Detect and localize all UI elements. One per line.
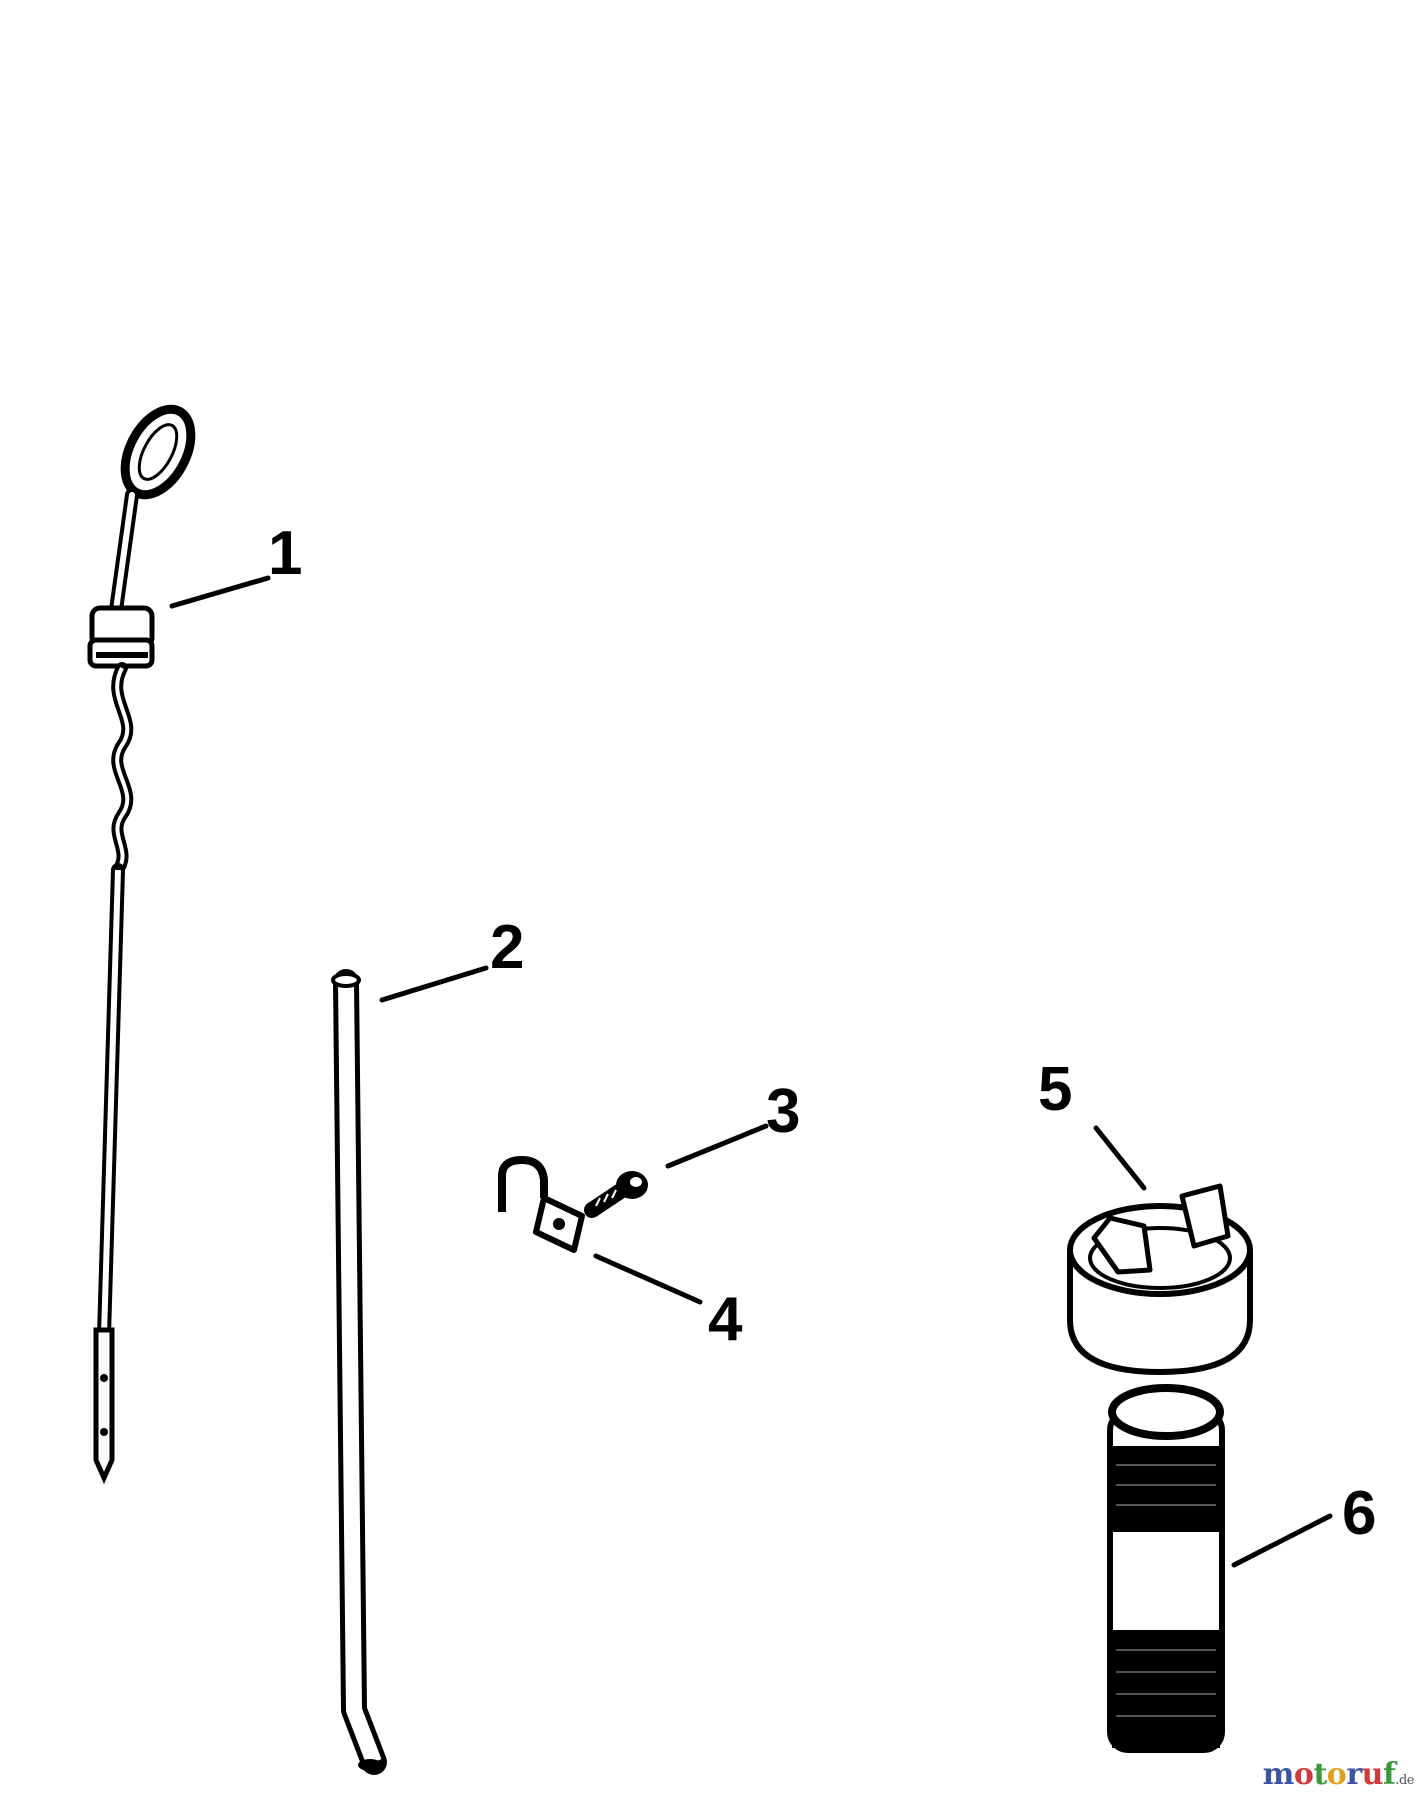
watermark-letter: o (1293, 1757, 1314, 1792)
watermark-letter: o (1326, 1757, 1347, 1792)
watermark-letter: f (1382, 1757, 1396, 1792)
part-3-screw (584, 1171, 648, 1218)
leader-line-5 (1093, 1125, 1147, 1191)
leader-line-3 (665, 1123, 769, 1169)
callout-6: 6 (1342, 1479, 1376, 1548)
callout-1: 1 (268, 519, 302, 588)
callout-2: 2 (490, 913, 524, 982)
watermark-letter: t (1313, 1757, 1327, 1792)
part-1-dipstick (87, 404, 196, 1485)
watermark-suffix: .de (1395, 1773, 1414, 1788)
leader-line-1 (169, 575, 271, 609)
part-4-clip (498, 1156, 585, 1253)
callout-5: 5 (1038, 1055, 1072, 1124)
watermark-letter: r (1346, 1757, 1362, 1792)
part-2-tube (331, 969, 387, 1775)
callout-3: 3 (766, 1077, 800, 1146)
watermark-logo: motoruf.de (1262, 1757, 1415, 1792)
part-5-cap (1067, 1183, 1253, 1376)
watermark-letter: m (1262, 1757, 1295, 1792)
watermark-letter: u (1361, 1757, 1384, 1792)
leader-line-4 (593, 1253, 703, 1305)
part-6-nipple (1107, 1384, 1225, 1753)
leader-line-2 (379, 965, 489, 1003)
callout-4: 4 (708, 1285, 743, 1354)
leader-line-6 (1231, 1513, 1333, 1568)
